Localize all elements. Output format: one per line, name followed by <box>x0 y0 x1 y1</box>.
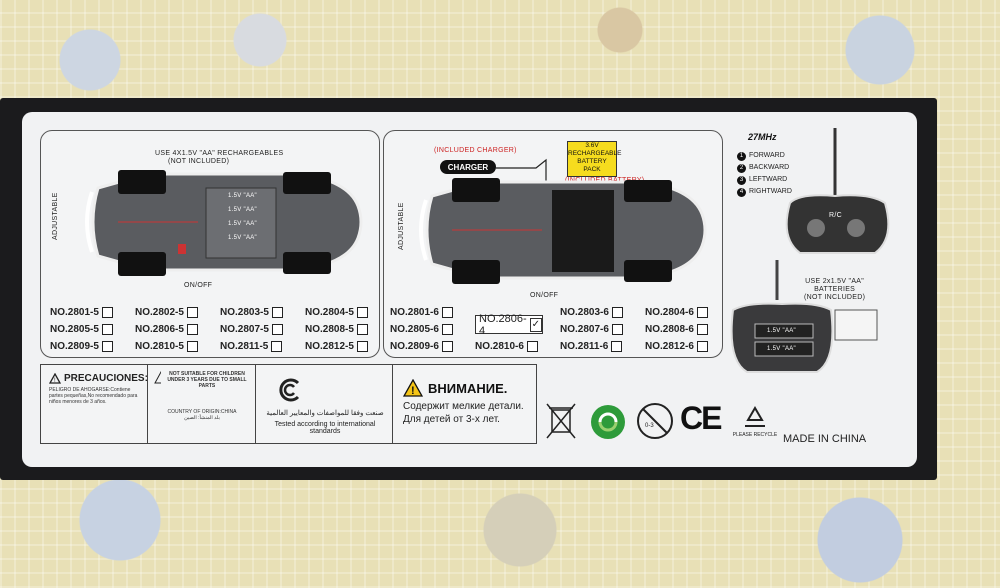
model-option[interactable]: NO.2801-6 <box>390 307 475 318</box>
charger-badge: CHARGER <box>440 160 496 174</box>
warning-triangle-icon: ! <box>49 373 61 384</box>
battery-label: 1.5V "AA" <box>228 235 257 241</box>
check-mark-icon: ✓ <box>529 317 542 332</box>
checkbox <box>696 324 708 335</box>
model-option[interactable]: NO.2811-5 <box>220 341 305 352</box>
russian-warning-box: ! ВНИМАНИЕ. Содержит мелкие детали. Для … <box>392 364 537 444</box>
left-model-list: NO.2801-5 NO.2802-5 NO.2803-5 NO.2804-5 … <box>50 304 390 355</box>
checkbox <box>696 341 708 352</box>
warning-triangle-icon: ! <box>403 379 423 397</box>
age-restriction-icon <box>637 403 673 439</box>
model-option[interactable]: NO.2806-5 <box>135 324 220 335</box>
car-chassis-right <box>419 178 707 284</box>
model-option[interactable]: NO.2803-6 <box>560 307 645 318</box>
checkbox <box>186 307 198 318</box>
checkbox <box>186 324 198 335</box>
checkbox <box>186 341 198 352</box>
remote-battery-note: USE 2x1.5V "AA" BATTERIES (NOT INCLUDED) <box>804 278 866 301</box>
model-option[interactable]: NO.2801-5 <box>50 307 135 318</box>
model-option[interactable]: NO.2812-6 <box>645 341 730 352</box>
checkbox <box>611 324 623 335</box>
checkbox <box>271 341 283 352</box>
adjustable-label: ADJUSTABLE <box>398 202 405 250</box>
model-option[interactable]: NO.2809-5 <box>50 341 135 352</box>
spanish-warning-box: ! PRECAUCIONES: PELIGRO DE AHOGARSE:Cont… <box>40 364 149 444</box>
recycle-icon <box>745 406 765 427</box>
model-option[interactable]: NO.2804-5 <box>305 307 390 318</box>
checkbox <box>356 324 368 335</box>
checkbox <box>271 324 283 335</box>
checkbox <box>611 341 623 352</box>
model-option[interactable]: NO.2811-6 <box>560 341 645 352</box>
battery-label: 1.5V "AA" <box>228 207 257 213</box>
checkbox <box>271 307 283 318</box>
onoff-label: ON/OFF <box>184 282 213 289</box>
model-option[interactable]: NO.2807-5 <box>220 324 305 335</box>
battery-label: 1.5V "AA" <box>228 221 257 227</box>
right-model-list: NO.2801-6 NO.2803-6 NO.2804-6 NO.2805-6 … <box>390 304 730 355</box>
remote-battery-label: 1.5V "AA" <box>767 328 796 334</box>
model-option[interactable]: NO.2809-6 <box>390 341 475 352</box>
remote-controller-icon <box>785 128 890 254</box>
checkbox <box>441 324 453 335</box>
gcc-box: صنعت وفقا للمواصفات والمعايير العالمية T… <box>255 364 394 444</box>
checkbox <box>611 307 623 318</box>
rc-label: R/C <box>829 212 842 219</box>
model-option[interactable]: NO.2805-5 <box>50 324 135 335</box>
age-label: 0-3 <box>645 423 654 429</box>
checkbox <box>526 341 538 352</box>
checkbox <box>101 307 113 318</box>
checkbox <box>696 307 708 318</box>
battery-note-line2: (NOT INCLUDED) <box>168 158 230 165</box>
weee-bin-icon <box>546 403 576 439</box>
checkbox <box>101 341 113 352</box>
remote-battery-label: 1.5V "AA" <box>767 346 796 352</box>
svg-text:!: ! <box>54 378 56 384</box>
model-option[interactable]: NO.2805-6 <box>390 324 475 335</box>
model-option[interactable]: NO.2807-6 <box>560 324 645 335</box>
gcc-mark-icon <box>279 378 300 402</box>
checkbox <box>441 341 453 352</box>
selected-model-box[interactable]: NO.2806-4 ✓ <box>475 313 543 337</box>
adjustable-label: ADJUSTABLE <box>52 192 59 240</box>
warning-triangle-icon <box>154 371 161 384</box>
battery-label: 1.5V "AA" <box>228 193 257 199</box>
model-option[interactable]: NO.2802-5 <box>135 307 220 318</box>
model-option[interactable]: NO.2812-5 <box>305 341 390 352</box>
battery-pack-label: 3.6V RECHARGEABLE BATTERY PACK <box>567 141 621 177</box>
onoff-label: ON/OFF <box>530 292 559 299</box>
car-chassis-left <box>85 170 363 276</box>
checkbox <box>441 307 453 318</box>
remote-battery-diagram <box>730 260 878 373</box>
model-option[interactable]: NO.2808-5 <box>305 324 390 335</box>
svg-text:!: ! <box>411 385 415 397</box>
made-in-china: MADE IN CHINA <box>783 433 867 445</box>
included-charger-label: (INCLUDED CHARGER) <box>434 147 517 154</box>
frequency-label: 27MHz <box>748 132 777 142</box>
green-dot-icon <box>591 405 625 439</box>
checkbox <box>356 341 368 352</box>
model-option[interactable]: NO.2810-5 <box>135 341 220 352</box>
model-option[interactable]: NO.2804-6 <box>645 307 730 318</box>
model-option[interactable]: NO.2810-6 <box>475 341 560 352</box>
english-warning-box: NOT SUITABLE FOR CHILDREN UNDER 3 YEARS … <box>147 364 257 444</box>
recycle-label: PLEASE RECYCLE <box>732 432 778 438</box>
checkbox <box>101 324 113 335</box>
checkbox <box>356 307 368 318</box>
ce-mark: CE <box>680 400 722 436</box>
battery-note-line1: USE 4X1.5V "AA" RECHARGEABLES <box>155 150 284 157</box>
model-option[interactable]: NO.2808-6 <box>645 324 730 335</box>
model-option[interactable]: NO.2803-5 <box>220 307 305 318</box>
